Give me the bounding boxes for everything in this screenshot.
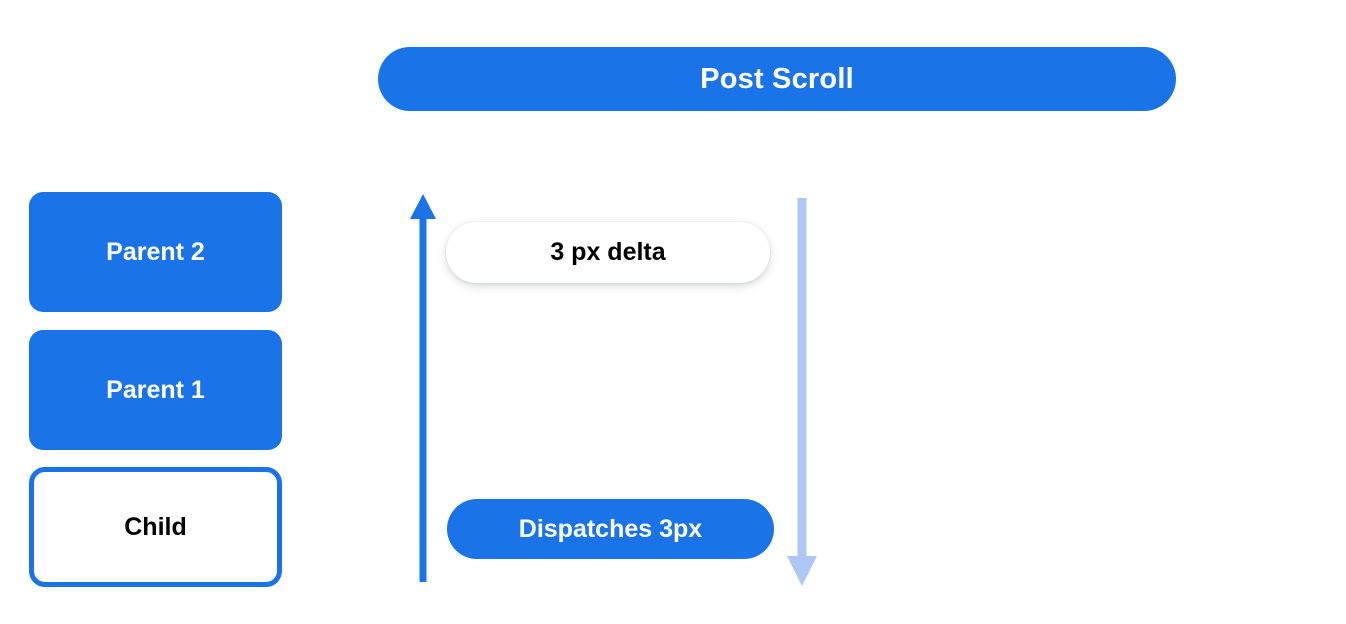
scroll-down-arrow-icon xyxy=(787,198,817,586)
node-label: Child xyxy=(124,512,187,541)
page-title-banner: Post Scroll xyxy=(378,47,1176,111)
node-box-child[interactable]: Child xyxy=(29,467,282,587)
delta-pill-label: 3 px delta xyxy=(550,238,666,266)
delta-pill[interactable]: 3 px delta xyxy=(446,222,770,283)
dispatch-pill[interactable]: Dispatches 3px xyxy=(447,499,774,559)
node-box-parent-1[interactable]: Parent 1 xyxy=(29,330,282,450)
scroll-up-arrow-icon xyxy=(410,194,436,582)
page-title: Post Scroll xyxy=(700,62,854,95)
node-label: Parent 1 xyxy=(106,375,205,404)
node-box-parent-2[interactable]: Parent 2 xyxy=(29,192,282,312)
node-label: Parent 2 xyxy=(106,237,205,266)
dispatch-pill-label: Dispatches 3px xyxy=(518,514,703,543)
